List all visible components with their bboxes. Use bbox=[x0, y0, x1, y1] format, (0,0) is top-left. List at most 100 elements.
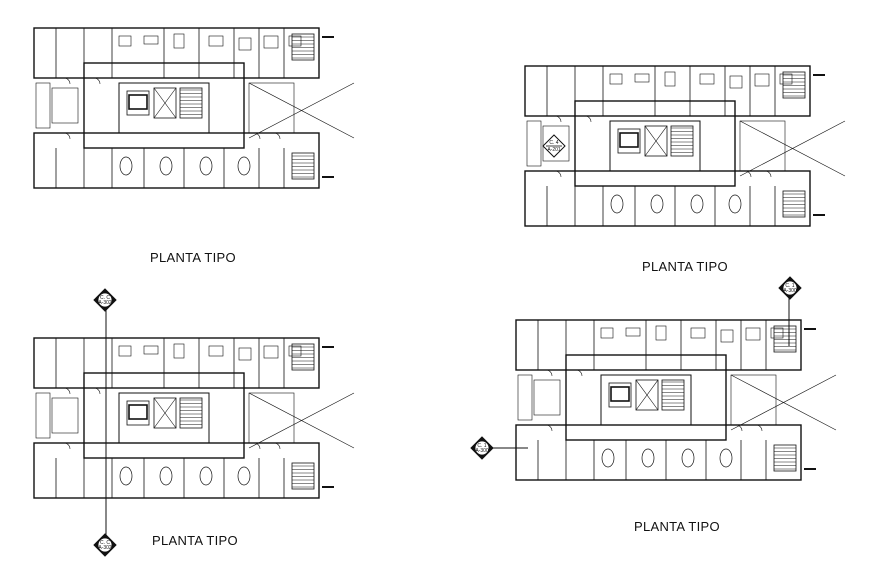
void-diagonal-2 bbox=[739, 120, 846, 177]
section-line-4a bbox=[787, 290, 791, 346]
left-service-room bbox=[526, 120, 542, 167]
door-swing bbox=[755, 424, 763, 432]
elevator-cab bbox=[128, 404, 148, 420]
table bbox=[119, 156, 133, 176]
core-enclosure bbox=[600, 374, 692, 426]
table bbox=[237, 466, 251, 486]
stair bbox=[179, 87, 203, 119]
shaft-diagonal-2 bbox=[153, 397, 177, 429]
table bbox=[237, 156, 251, 176]
svg-text:A-300: A-300 bbox=[475, 448, 489, 454]
elevator-cab bbox=[610, 386, 630, 402]
furniture bbox=[699, 73, 715, 85]
right-stair-lower bbox=[291, 152, 315, 180]
furniture bbox=[143, 35, 159, 45]
svg-text:A-302: A-302 bbox=[98, 300, 112, 306]
elevator bbox=[617, 128, 641, 154]
void-diagonal-2 bbox=[248, 82, 355, 139]
shaft bbox=[644, 125, 668, 157]
table bbox=[119, 466, 133, 486]
floor-plan-4 bbox=[515, 319, 846, 490]
core-enclosure bbox=[118, 392, 210, 444]
door-swing bbox=[764, 170, 772, 178]
floor-plan-4-drawing bbox=[515, 319, 837, 481]
wall-tick bbox=[322, 486, 334, 488]
furniture bbox=[263, 345, 279, 359]
shaft bbox=[635, 379, 659, 411]
furniture bbox=[729, 75, 743, 89]
door-swing bbox=[93, 387, 101, 395]
furniture bbox=[625, 327, 641, 337]
table bbox=[199, 466, 213, 486]
upper-wing bbox=[524, 65, 811, 117]
floor-plan-1-drawing bbox=[33, 27, 355, 189]
right-stair-upper bbox=[773, 325, 797, 353]
door-swing bbox=[63, 132, 71, 140]
plan-2-caption: PLANTA TIPO bbox=[642, 259, 728, 274]
table bbox=[641, 448, 655, 468]
table bbox=[159, 466, 173, 486]
door-swing bbox=[554, 115, 562, 123]
plan-1-caption: PLANTA TIPO bbox=[150, 250, 236, 265]
left-room bbox=[533, 379, 561, 416]
furniture bbox=[238, 347, 252, 361]
svg-text:C. 1: C. 1 bbox=[477, 443, 486, 449]
void-frame bbox=[739, 120, 786, 172]
furniture bbox=[208, 345, 224, 357]
elevator bbox=[126, 90, 150, 116]
wall-tick bbox=[804, 328, 816, 330]
void-frame bbox=[248, 392, 295, 444]
elevator bbox=[608, 382, 632, 408]
furniture bbox=[263, 35, 279, 49]
wall-tick bbox=[322, 36, 334, 38]
void-diagonal-2 bbox=[730, 374, 837, 431]
svg-text:C. C: C. C bbox=[100, 540, 110, 546]
furniture bbox=[238, 37, 252, 51]
left-room bbox=[542, 125, 570, 162]
door-swing bbox=[93, 77, 101, 85]
wall-tick bbox=[813, 214, 825, 216]
door-swing bbox=[575, 369, 583, 377]
furniture bbox=[745, 327, 761, 341]
right-stair-lower bbox=[773, 444, 797, 472]
core-enclosure bbox=[609, 120, 701, 172]
table bbox=[601, 448, 615, 468]
svg-text:A-201: A-201 bbox=[547, 147, 561, 153]
table bbox=[728, 194, 742, 214]
core-enclosure bbox=[118, 82, 210, 134]
door-swing bbox=[63, 77, 71, 85]
furniture bbox=[173, 33, 185, 49]
furniture bbox=[118, 345, 132, 357]
table bbox=[199, 156, 213, 176]
svg-text:C. C: C. C bbox=[100, 295, 110, 301]
door-swing bbox=[545, 369, 553, 377]
plan-3-caption: PLANTA TIPO bbox=[152, 533, 238, 548]
svg-text:C. 1: C. 1 bbox=[785, 283, 794, 289]
right-stair-upper bbox=[291, 33, 315, 61]
door-swing bbox=[63, 387, 71, 395]
section-marker-2a: C. 4 A-201 bbox=[542, 134, 566, 158]
furniture bbox=[754, 73, 770, 87]
section-marker-4b: C. 1 A-300 bbox=[470, 436, 494, 460]
floor-plan-3-drawing bbox=[33, 337, 355, 499]
elevator-cab bbox=[128, 94, 148, 110]
table bbox=[610, 194, 624, 214]
floor-plan-1 bbox=[33, 27, 364, 198]
void-frame bbox=[730, 374, 777, 426]
door-swing bbox=[584, 115, 592, 123]
furniture bbox=[634, 73, 650, 83]
door-swing bbox=[554, 170, 562, 178]
wall-tick bbox=[804, 468, 816, 470]
elevator bbox=[126, 400, 150, 426]
section-line-4b bbox=[488, 446, 528, 450]
elevator-cab bbox=[619, 132, 639, 148]
stair bbox=[661, 379, 685, 411]
shaft-diagonal-2 bbox=[644, 125, 668, 157]
lower-wing bbox=[515, 424, 802, 481]
upper-wing bbox=[33, 337, 320, 389]
furniture bbox=[600, 327, 614, 339]
void-diagonal-2 bbox=[248, 392, 355, 449]
table bbox=[159, 156, 173, 176]
furniture bbox=[770, 327, 784, 339]
upper-wing bbox=[33, 27, 320, 79]
